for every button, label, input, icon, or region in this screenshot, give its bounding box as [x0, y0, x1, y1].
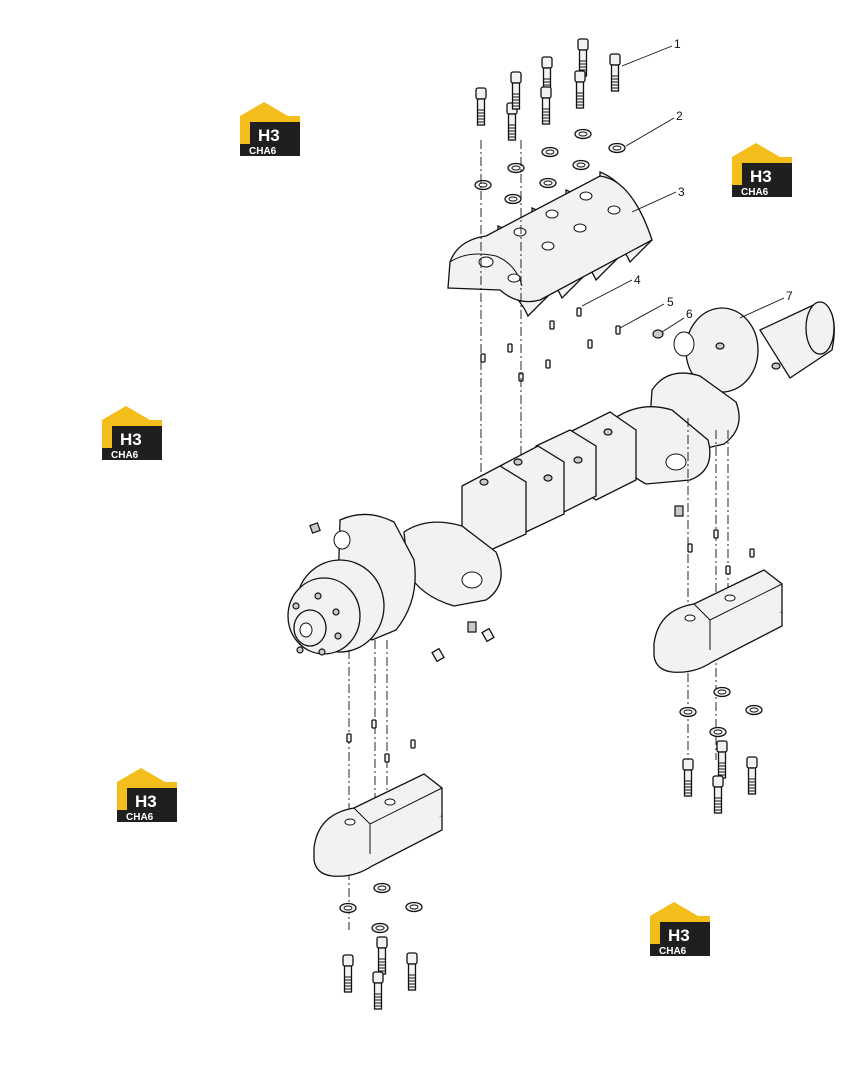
watermark-logo: H3 CHA6 [732, 143, 792, 198]
callout-3: 3 [678, 185, 685, 199]
dowel-pins-right [687, 529, 755, 575]
cap-screws-right [682, 740, 758, 814]
logo-sub-text: CHA6 [249, 146, 277, 157]
washers-right [679, 686, 763, 738]
top-cap-screws [475, 38, 621, 141]
logo-mark-text: H3 [750, 167, 772, 186]
callout-4: 4 [634, 273, 641, 287]
callout-2: 2 [676, 109, 683, 123]
watermark-logo: H3 CHA6 [240, 102, 300, 157]
bearing-cap-left [313, 773, 443, 877]
oil-plugs [309, 505, 684, 663]
dowel-pins-left [346, 719, 416, 763]
logo-mark-text: H3 [668, 926, 690, 945]
watermark-logo: H3 CHA6 [102, 406, 162, 461]
callout-numbers: 1 2 3 4 5 6 7 [634, 37, 793, 321]
washers-left [339, 882, 423, 934]
logo-sub-text: CHA6 [126, 812, 154, 823]
center-lines-upper [480, 140, 522, 495]
crankshaft [287, 301, 835, 656]
callout-leaders [581, 45, 785, 333]
logo-sub-text: CHA6 [111, 450, 139, 461]
watermark-logo: H3 CHA6 [117, 768, 177, 823]
cap-screws-left [342, 936, 418, 1010]
callout-6: 6 [686, 307, 693, 321]
sleeve-bushing [652, 329, 664, 339]
logo-sub-text: CHA6 [741, 187, 769, 198]
callout-7: 7 [786, 289, 793, 303]
logo-mark-text: H3 [258, 126, 280, 145]
dowel-pins-upper [480, 307, 621, 382]
bearing-cap-set-upper [447, 171, 653, 318]
callout-1: 1 [674, 37, 681, 51]
bearing-cap-right [653, 569, 783, 673]
callout-5: 5 [667, 295, 674, 309]
logo-mark-text: H3 [135, 792, 157, 811]
watermark-logo: H3 CHA6 [650, 902, 710, 957]
logo-sub-text: CHA6 [659, 946, 687, 957]
logo-mark-text: H3 [120, 430, 142, 449]
